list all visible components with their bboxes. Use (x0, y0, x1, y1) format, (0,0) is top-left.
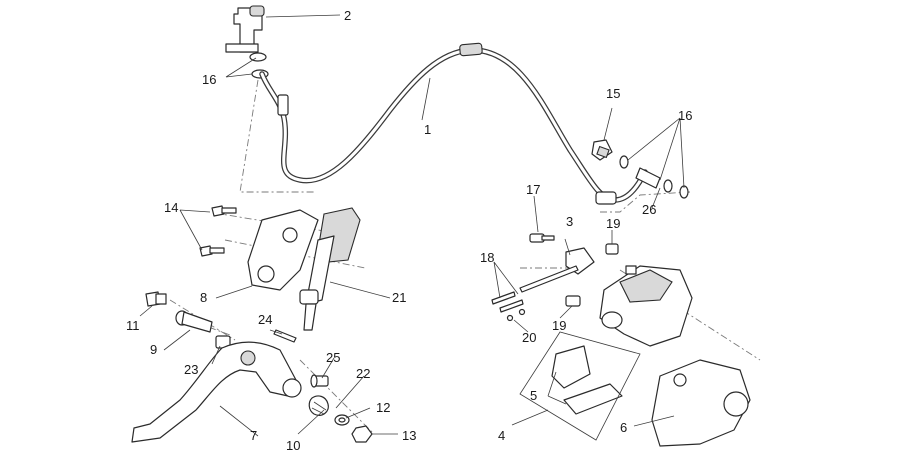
callout-11: 11 (126, 318, 140, 333)
callout-13: 13 (402, 428, 416, 443)
leader-lines (139, 14, 685, 437)
part-11-bushing (145, 291, 167, 307)
callout-7: 7 (250, 428, 257, 443)
callout-20: 20 (522, 330, 536, 345)
part-17-bolt (529, 233, 555, 243)
part-21-master-cylinder (299, 207, 361, 331)
part-5-brake-pads (551, 345, 623, 415)
part-9-pivot-bolt (175, 310, 213, 333)
part-20-clips (506, 308, 526, 322)
part-2-banjo-fitting (225, 5, 265, 53)
part-1-brake-hose (259, 42, 648, 205)
callout-labels: 2 16 1 15 16 26 17 3 19 18 19 20 14 8 21… (126, 8, 692, 453)
part-8-bracket-plate (247, 209, 319, 291)
callout-5: 5 (530, 388, 537, 403)
part-22-spring (308, 395, 329, 416)
part-26-fitting (635, 167, 661, 189)
callout-4: 4 (498, 428, 505, 443)
part-6-caliper-bracket (651, 359, 751, 447)
part-24-clevis-pin (273, 329, 297, 343)
callout-6: 6 (620, 420, 627, 435)
part-3-sensor (519, 247, 595, 293)
callout-9: 9 (150, 342, 157, 357)
callout-19-top: 19 (606, 216, 620, 231)
callout-19-bottom: 19 (552, 318, 566, 333)
callout-18: 18 (480, 250, 494, 265)
part-13-nut (351, 425, 373, 443)
part-4-pad-kit-bracket (519, 331, 641, 441)
callout-22: 22 (356, 366, 370, 381)
part-16-upper-washers (249, 52, 269, 79)
callout-23: 23 (184, 362, 198, 377)
callout-21: 21 (392, 290, 406, 305)
part-18-pins (491, 291, 524, 313)
part-14-bolts (199, 205, 237, 257)
part-19-bolts (565, 243, 619, 307)
callout-26: 26 (642, 202, 656, 217)
part-25-pin (310, 374, 329, 388)
callout-3: 3 (566, 214, 573, 229)
callout-1: 1 (424, 122, 431, 137)
part-16-right-washers (619, 155, 689, 199)
callout-16-right: 16 (678, 108, 692, 123)
callout-12: 12 (376, 400, 390, 415)
callout-17: 17 (526, 182, 540, 197)
callout-16-top: 16 (202, 72, 216, 87)
callout-8: 8 (200, 290, 207, 305)
callout-10: 10 (286, 438, 300, 453)
callout-24: 24 (258, 312, 272, 327)
callout-15: 15 (606, 86, 620, 101)
part-7-brake-pedal (131, 341, 302, 443)
callout-2: 2 (344, 8, 351, 23)
part-15-banjo-bolt (591, 139, 613, 161)
callout-25: 25 (326, 350, 340, 365)
part-12-washer (334, 414, 350, 426)
callout-14: 14 (164, 200, 178, 215)
brake-caliper (599, 265, 693, 347)
